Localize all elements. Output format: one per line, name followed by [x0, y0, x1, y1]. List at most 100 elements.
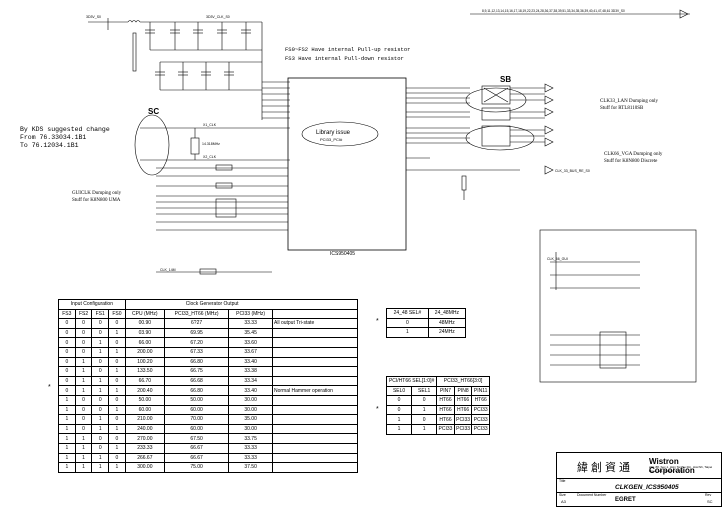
table-cell: 60.00: [163, 404, 230, 416]
table-cell: 1: [91, 337, 110, 348]
table-cell: 66.00: [124, 337, 165, 348]
table-cell: HT66: [453, 404, 473, 416]
table-cell: 200.40: [124, 385, 165, 396]
table-cell: 0: [58, 356, 76, 368]
table-cell: [272, 404, 358, 416]
pci-group: PCI/HT66 SEL[1:0]#: [385, 376, 438, 387]
table-cell: 0: [91, 366, 110, 377]
table-cell: 1: [58, 414, 76, 425]
table-cell: [272, 452, 358, 464]
title-label: Title: [559, 479, 566, 483]
table-cell: 50.00: [163, 394, 230, 406]
table-cell: 0: [411, 414, 438, 425]
table-cell: [272, 375, 358, 387]
table-cell: 0: [91, 394, 110, 406]
pci-table-header: PIN8: [453, 385, 473, 397]
table-cell: 0: [91, 442, 110, 454]
table-cell: 67.33: [163, 346, 230, 358]
library-issue-1: Library issue: [316, 130, 351, 136]
table-cell: [272, 433, 358, 444]
x1-label: X1_CLK: [203, 123, 217, 127]
table-cell: 133.50: [124, 366, 165, 377]
table-cell: [272, 442, 358, 454]
table-cell: 1: [74, 462, 93, 473]
table-cell: [272, 337, 358, 348]
table-cell: [272, 366, 358, 377]
table-cell: PCI33: [453, 414, 473, 425]
sc-label: SC: [148, 107, 160, 116]
table-cell: 1: [411, 423, 438, 435]
table-cell: 210.00: [124, 414, 165, 425]
table-cell: 0: [58, 318, 76, 329]
table-cell: 0: [108, 452, 126, 464]
table-cell: 00.90: [124, 318, 165, 329]
table-cell: 1: [74, 366, 93, 377]
top-net-label: 8,9,11,12,13,14,15,16,17,18,19,22,23,24,…: [482, 9, 625, 13]
pci-table-header: SEL0: [385, 385, 413, 397]
table-cell: 33.33: [228, 452, 273, 464]
table-cell: 35.00: [228, 414, 273, 425]
table-cell: 66.75: [163, 366, 230, 377]
sel-table-header: 24_48MHz: [427, 308, 467, 319]
table-cell: 0: [58, 337, 76, 348]
table-cell: 60.00: [124, 404, 165, 416]
ref33-label: CLK_33_BUS_RE_S0: [555, 169, 590, 173]
table-cell: 0: [58, 327, 76, 339]
config-table-header: PCI33_HT66 (MHz): [163, 308, 230, 320]
table-cell: 30.00: [228, 394, 273, 406]
kds-note-3: To 76.12034.1B1: [20, 142, 79, 149]
table-cell: 35.45: [228, 327, 273, 339]
table-cell: 03.90: [124, 327, 165, 339]
config-table-header: FS2: [74, 308, 93, 320]
sheet-title: CLKGEN_ICS950405: [615, 484, 679, 491]
table-cell: PCI33: [471, 404, 490, 416]
pci-table-header: PIN7: [436, 385, 455, 397]
doc-number: EGRET: [615, 497, 636, 503]
table-cell: 33.75: [228, 433, 273, 444]
config-group-input: Input Configuration: [58, 299, 126, 310]
table-cell: 1: [74, 433, 93, 444]
rev-label: Rev: [705, 493, 712, 497]
x2-label: X2_CLK: [203, 155, 217, 159]
table-cell: 33.40: [228, 356, 273, 368]
doc-label: Document Number: [577, 493, 607, 497]
freq-label: 14.318MHz: [202, 142, 220, 146]
clk66-label: CLK_66_GUI: [547, 257, 568, 261]
gui-note-1: GUICLK Dumping only: [72, 191, 122, 196]
table-cell: 1: [108, 327, 126, 339]
table-cell: 1: [386, 327, 429, 338]
table-cell: 1: [385, 414, 413, 425]
table-cell: 0: [91, 356, 110, 368]
table-cell: 270.00: [124, 433, 165, 444]
kds-note-2: From 76.33034.1B1: [20, 134, 87, 141]
table-cell: 33.40: [228, 385, 273, 396]
table-cell: 70.00: [163, 414, 230, 425]
table-cell: 33.34: [228, 375, 273, 387]
table-cell: 0: [74, 404, 93, 416]
table-cell: 48MHz: [427, 317, 467, 329]
fs-note-1: FS0~FS2 Have internal Pull-up resistor: [285, 46, 411, 53]
table-cell: 66.70: [124, 375, 165, 387]
table-cell: 33.60: [228, 337, 273, 348]
table-cell: 0: [385, 404, 413, 416]
vga-note-2: Stuff for K8N800 Discrete: [604, 159, 658, 164]
table-cell: 1: [108, 404, 126, 416]
table-cell: 1: [91, 423, 110, 435]
table-cell: 1: [108, 423, 126, 435]
table-cell: 0: [74, 318, 93, 329]
size-value: A3: [561, 499, 566, 504]
table-cell: 0: [74, 346, 93, 358]
table-cell: 1: [108, 442, 126, 454]
table-cell: All output Tri-state: [272, 318, 358, 329]
table-cell: 0: [108, 356, 126, 368]
table-cell: 1: [58, 442, 76, 454]
